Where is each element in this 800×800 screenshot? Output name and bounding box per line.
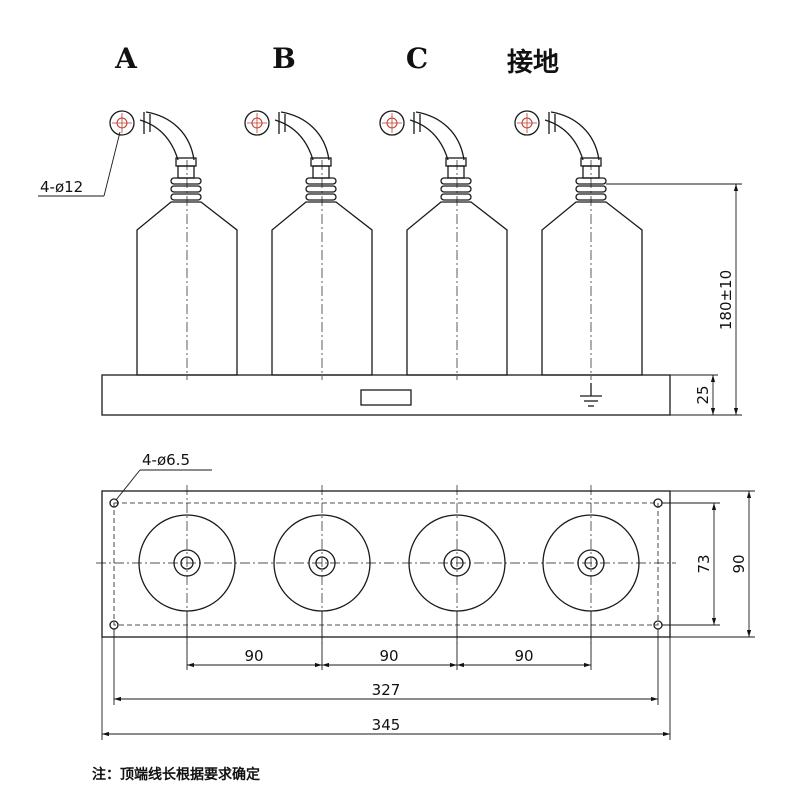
base-plan-view [96, 485, 676, 645]
mount-hole [109, 498, 119, 508]
ground-label: 接地 [507, 48, 559, 78]
drawing-note: 注：顶端线长根据要求确定 [92, 766, 260, 783]
arrester-unit-c [379, 110, 508, 380]
phase-label-b: B [272, 42, 296, 75]
pitch-dim-1: 90 [244, 647, 263, 665]
overall-length-dimension: 345 [101, 637, 671, 740]
base-height-dim-text: 25 [694, 385, 712, 404]
ground-symbol-icon [580, 383, 602, 407]
terminal-hole-dim: 4-ø12 [40, 178, 83, 196]
base-front-view [101, 374, 671, 416]
overall-width-dimension: 90 [670, 490, 755, 638]
nameplate [360, 389, 412, 406]
overall-width-dim-text: 90 [730, 554, 748, 573]
hole-width-dim-text: 73 [695, 554, 713, 573]
phase-label-a: A [114, 42, 138, 75]
hole-span-dim-text: 327 [372, 681, 401, 699]
hole-span-dimension: 327 [113, 629, 659, 705]
pitch-dim-2: 90 [379, 647, 398, 665]
hole-width-dimension: 73 [662, 502, 720, 626]
mount-hole-dim: 4-ø6.5 [142, 451, 190, 469]
base-height-dimension: 25 [670, 374, 718, 415]
height-dim-text: 180±10 [717, 270, 735, 330]
arrester-unit-b [244, 110, 373, 380]
height-dimension: 180±10 [606, 183, 742, 416]
arrester-unit-ground [514, 110, 643, 380]
mount-hole-callout: 4-ø6.5 [115, 451, 212, 501]
pitch-dim-3: 90 [514, 647, 533, 665]
phase-label-c: C [406, 42, 428, 75]
terminal-hole-callout: 4-ø12 [38, 131, 121, 197]
pitch-dimensions: 90 90 90 [186, 611, 592, 670]
arrester-unit-a [109, 110, 238, 380]
overall-length-dim-text: 345 [372, 716, 401, 734]
